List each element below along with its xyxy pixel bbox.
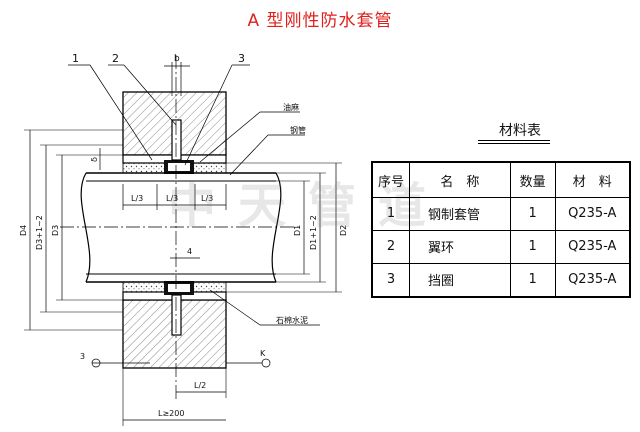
dim-d1-tol: D1+1~2 bbox=[309, 215, 318, 250]
dim-d2: D2 bbox=[339, 225, 348, 236]
dim-four: 4 bbox=[187, 247, 192, 256]
materials-table: 序号 名 称 数量 材 料 1 钢制套管 1 Q235-A 2 翼环 1 Q23… bbox=[371, 161, 631, 298]
cell-qty: 1 bbox=[509, 197, 556, 231]
dim-d3-tol: D3+1~2 bbox=[35, 215, 44, 250]
dim-l3-b: L/3 bbox=[166, 194, 178, 203]
section-marks: 3 K bbox=[80, 349, 271, 368]
page-title: A 型刚性防水套管 bbox=[247, 11, 393, 31]
steel-pipe-label: 钢管 bbox=[290, 125, 306, 135]
callout-3: 3 bbox=[238, 52, 245, 65]
steel-pipe bbox=[60, 172, 300, 283]
cell-name: 翼环 bbox=[408, 229, 511, 264]
asbestos-cement-label: 石棉水泥 bbox=[276, 315, 308, 325]
callout-leaders: 1 2 3 bbox=[68, 52, 250, 166]
header-seq: 序号 bbox=[371, 161, 410, 198]
table-row: 1 钢制套管 1 Q235-A bbox=[371, 197, 631, 231]
dim-d1: D1 bbox=[293, 225, 302, 236]
steel-sleeve bbox=[122, 154, 227, 301]
header-material: 材 料 bbox=[554, 161, 631, 198]
ring-gap-dimension: 4 bbox=[170, 247, 200, 259]
oil-hemp-label: 油麻 bbox=[283, 102, 299, 112]
cell-seq: 1 bbox=[371, 197, 410, 231]
cell-name: 钢制套管 bbox=[408, 197, 511, 231]
dim-l200: L≥200 bbox=[158, 409, 184, 418]
cell-seq: 3 bbox=[371, 262, 410, 298]
right-diameter-dims: D1 D1+1~2 D2 bbox=[226, 162, 348, 293]
cell-qty: 1 bbox=[509, 262, 556, 298]
materials-table-title: 材料表 bbox=[499, 123, 541, 139]
dim-delta: δ bbox=[90, 157, 99, 162]
header-name: 名 称 bbox=[408, 161, 511, 198]
dim-l2: L/2 bbox=[194, 381, 206, 390]
packing bbox=[122, 160, 227, 295]
left-diameter-dims: D4 D3+1~2 D3 bbox=[19, 129, 123, 331]
l3-dimensions: L/3 L/3 L/3 bbox=[122, 184, 227, 210]
callout-2: 2 bbox=[112, 52, 119, 65]
header-qty: 数量 bbox=[509, 161, 556, 198]
b-label: b bbox=[174, 54, 180, 64]
delta-dimension: δ bbox=[90, 148, 101, 170]
table-header-row: 序号 名 称 数量 材 料 bbox=[371, 161, 631, 198]
b-dimension: b bbox=[164, 54, 190, 96]
cell-qty: 1 bbox=[509, 229, 556, 264]
cell-name: 挡圈 bbox=[408, 262, 511, 298]
table-row: 3 挡圈 1 Q235-A bbox=[371, 262, 631, 298]
cell-material: Q235-A bbox=[554, 197, 631, 231]
cell-seq: 2 bbox=[371, 229, 410, 264]
section-mark-3: 3 bbox=[80, 352, 85, 361]
bottom-dims: L/2 L≥200 bbox=[122, 368, 227, 426]
cell-material: Q235-A bbox=[554, 262, 631, 298]
dim-l3-c: L/3 bbox=[201, 194, 213, 203]
materials-title-underline bbox=[478, 140, 550, 144]
material-labels: 油麻 钢管 石棉水泥 bbox=[199, 102, 320, 326]
wing-ring bbox=[171, 119, 182, 336]
callout-1: 1 bbox=[72, 52, 79, 65]
section-mark-k: K bbox=[260, 349, 266, 358]
dim-d3: D3 bbox=[51, 225, 60, 236]
cell-material: Q235-A bbox=[554, 229, 631, 264]
dim-d4: D4 bbox=[19, 225, 28, 236]
table-row: 2 翼环 1 Q235-A bbox=[371, 229, 631, 264]
dim-l3-a: L/3 bbox=[131, 194, 143, 203]
